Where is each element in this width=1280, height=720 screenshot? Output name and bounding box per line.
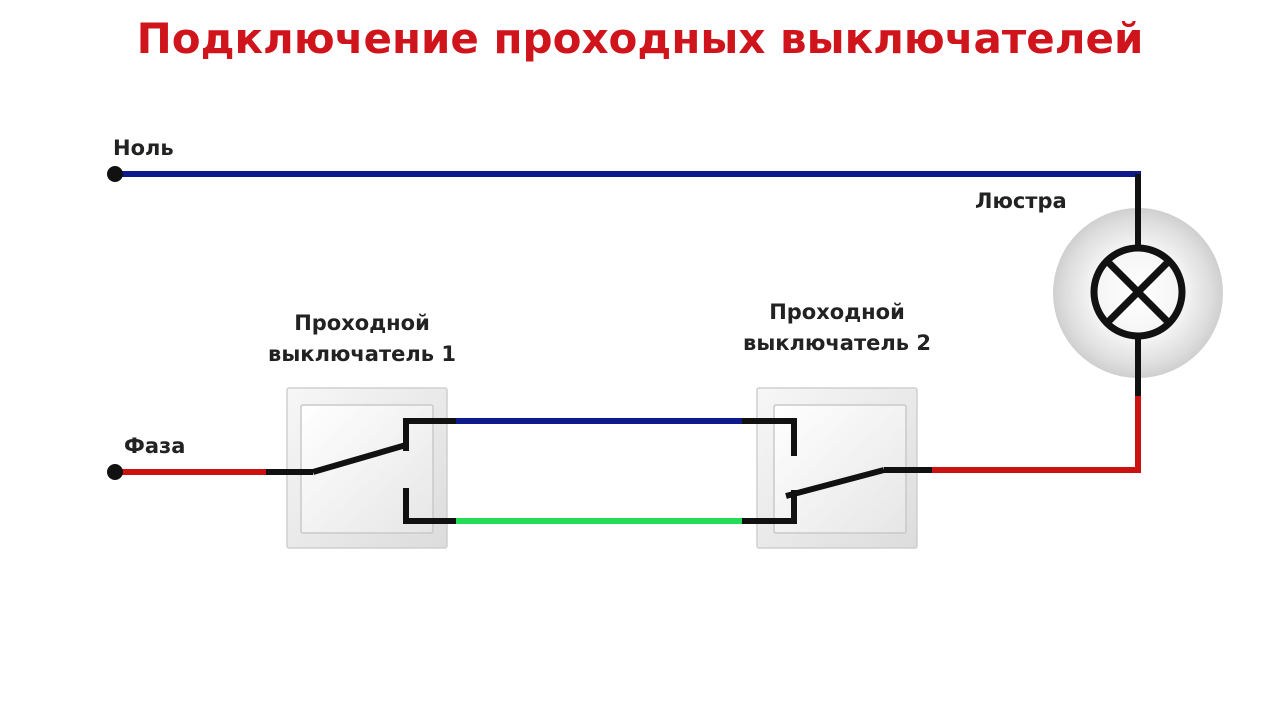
switch-2-label-line-2: выключатель 2: [743, 331, 931, 355]
lamp-icon: [1090, 244, 1186, 340]
phase-wire-input: [107, 464, 266, 480]
neutral-label: Ноль: [113, 136, 174, 160]
switch-1-contacts: [266, 418, 456, 524]
diagram-title: Подключение проходных выключателей: [136, 14, 1144, 63]
neutral-terminal: [107, 166, 123, 182]
switch-1-label-line-2: выключатель 1: [268, 342, 456, 366]
switch-2-contacts: [742, 418, 932, 524]
switch-1-label: Проходной выключатель 1: [262, 308, 462, 370]
phase-terminal: [107, 464, 123, 480]
switch-2-label-line-1: Проходной: [769, 300, 905, 324]
neutral-wire: [107, 166, 1141, 182]
phase-label: Фаза: [124, 434, 186, 458]
switch-1-label-line-1: Проходной: [294, 311, 430, 335]
phase-wire-to-lamp: [932, 396, 1141, 473]
chandelier-label: Люстра: [975, 189, 1067, 213]
switch-2-label: Проходной выключатель 2: [737, 297, 937, 359]
